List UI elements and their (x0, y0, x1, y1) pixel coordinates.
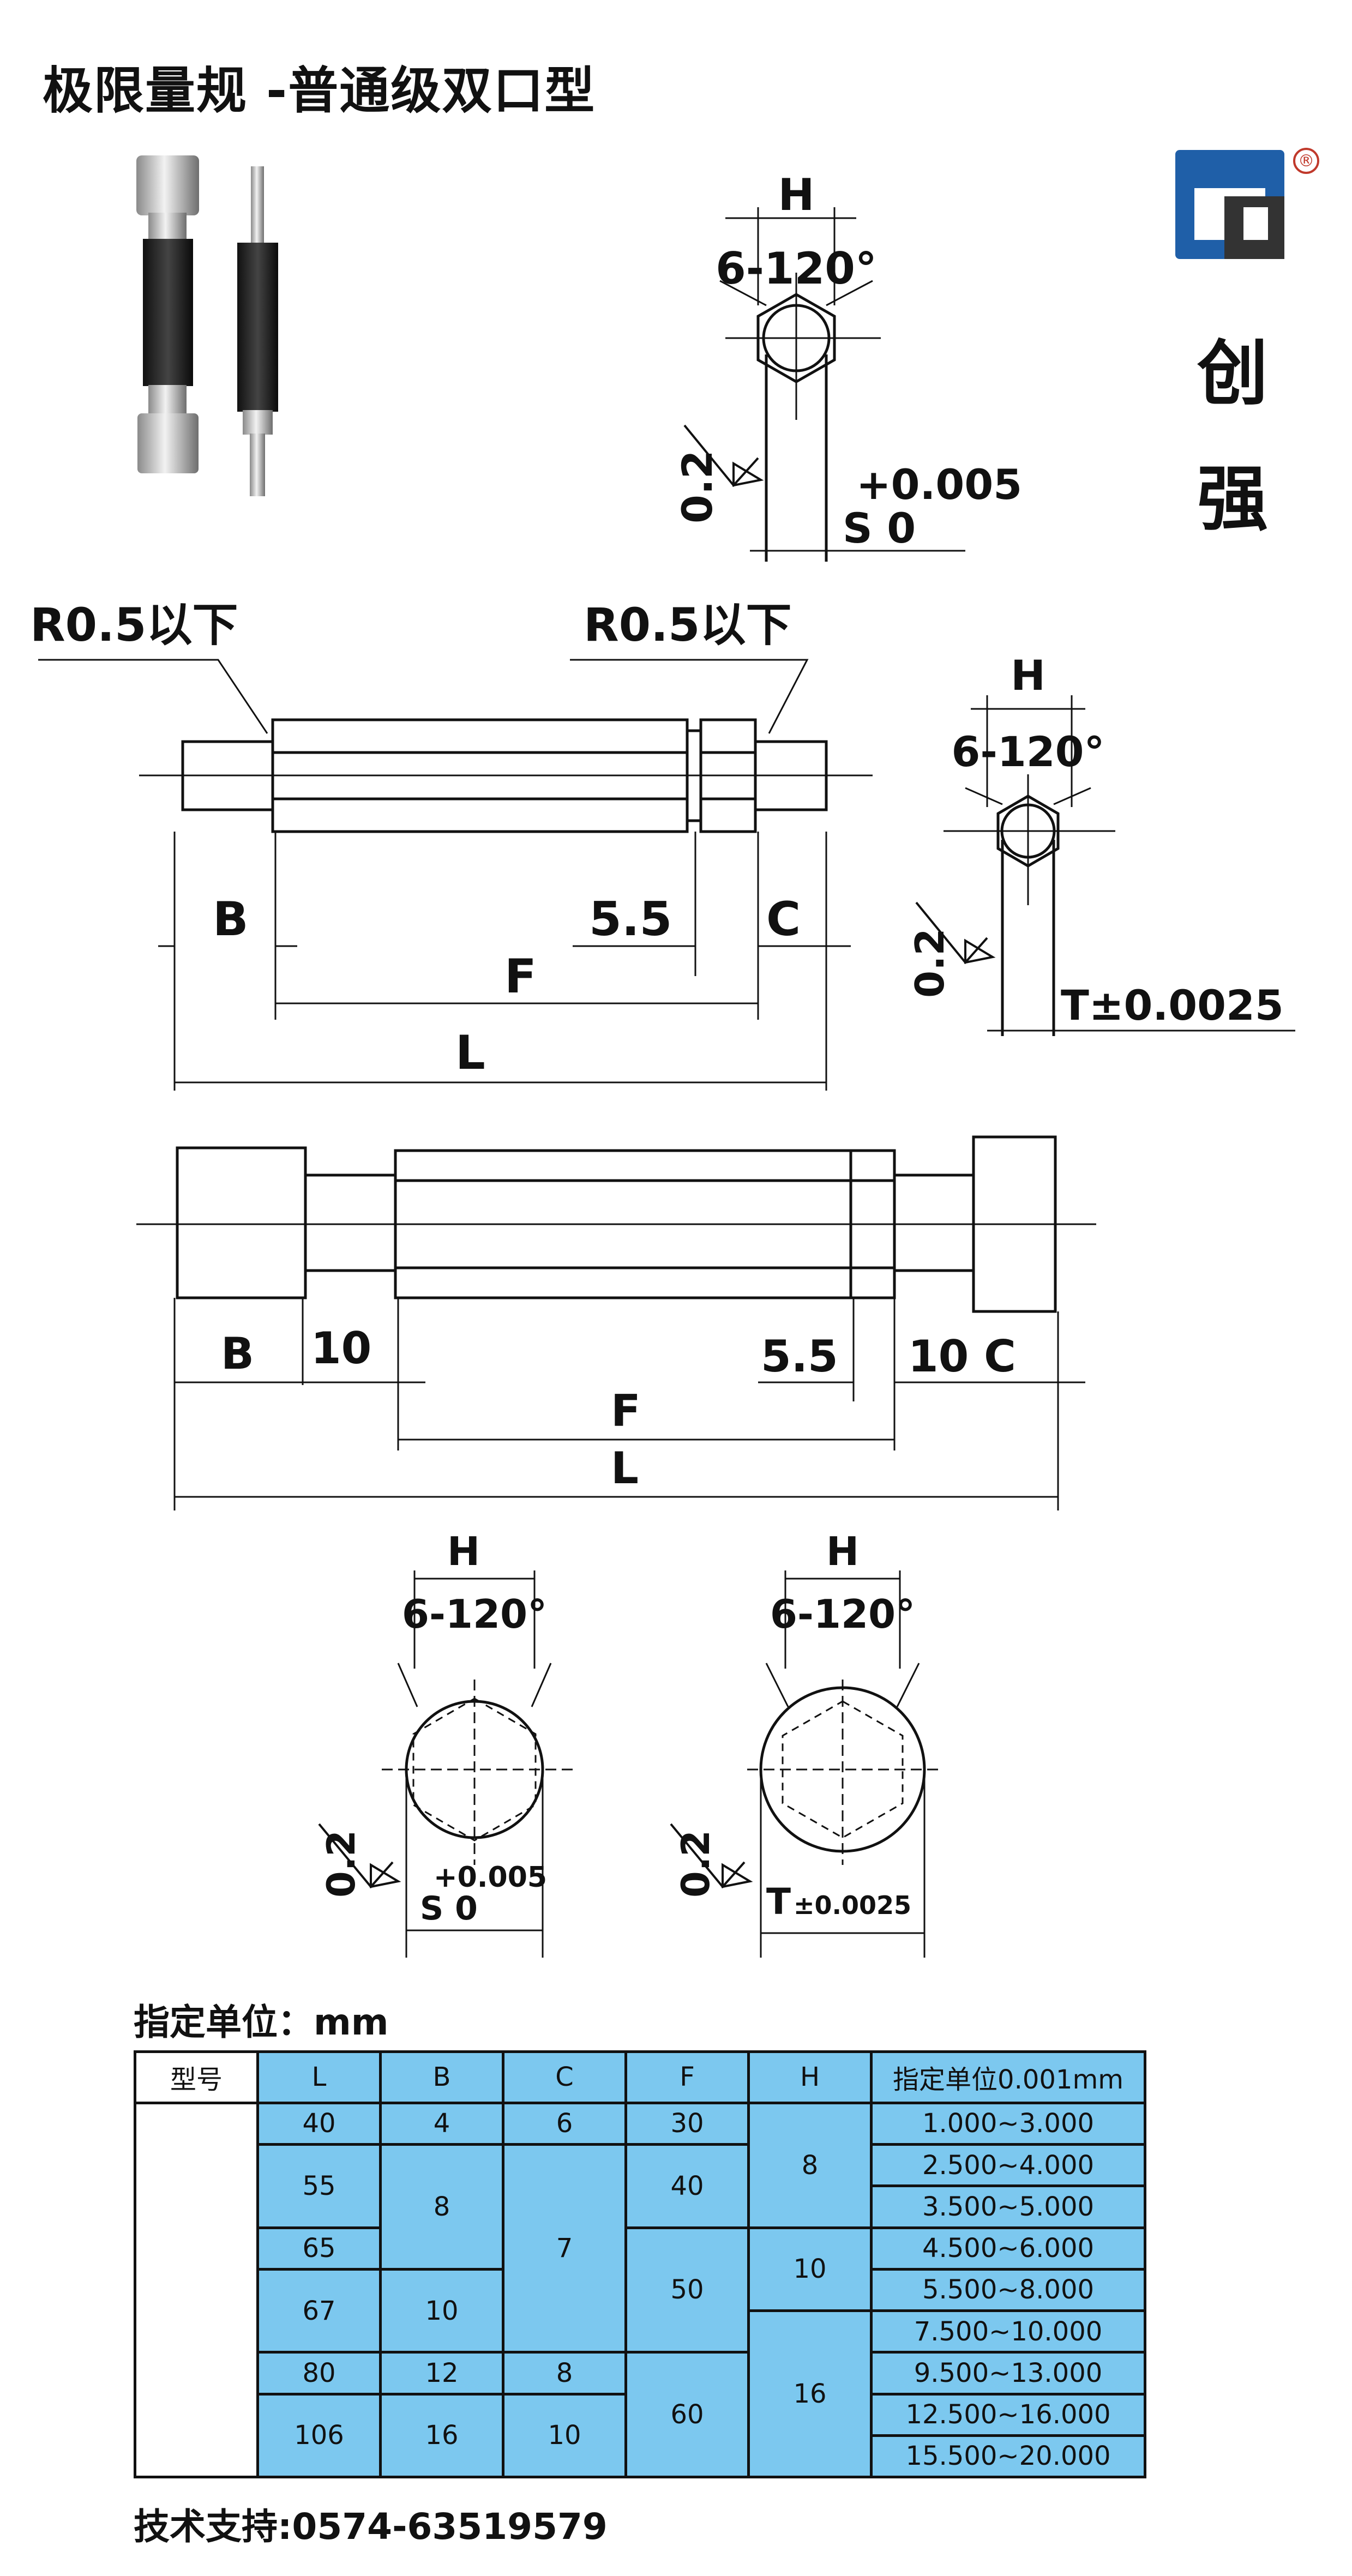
cell-range: 3.500~5.000 (870, 2184, 1146, 2229)
bl-chamfer-label: 0.2 (319, 1830, 364, 1898)
shaft1-f-label: F (504, 949, 537, 1004)
cell-l: 106 (256, 2392, 382, 2478)
cell-l: 80 (256, 2351, 382, 2396)
shaft2-l-label: L (611, 1443, 639, 1494)
page-title: 极限量规 -普通级双口型 (43, 62, 596, 120)
cell-c: 6 (502, 2101, 627, 2146)
header-range: 指定单位0.001mm (870, 2050, 1146, 2104)
top-h-label: H (778, 170, 815, 220)
shaft1-b-label: B (213, 892, 249, 947)
cell-l: 65 (256, 2226, 382, 2271)
table-row: 65 50 10 4.500~6.000 (135, 2226, 1146, 2354)
table-row: 40 4 6 30 8 1.000~3.000 (134, 2101, 1146, 2479)
cell-range: 9.500~13.000 (870, 2351, 1146, 2396)
cell-f: 40 (624, 2143, 750, 2229)
model-cell (134, 2101, 259, 2479)
cell-range: 2.500~4.000 (870, 2142, 1146, 2188)
bl-tol-label: +0.005 (434, 1861, 547, 1894)
header-l: L (256, 2050, 382, 2104)
brand-char-1: 创 (1197, 332, 1269, 415)
cell-c: 8 (502, 2351, 627, 2396)
table-row: 15.500~20.000 (135, 2434, 1146, 2479)
header-model: 型号 (134, 2050, 259, 2104)
cell-h: 8 (747, 2101, 873, 2229)
brand-char-2: 强 (1197, 458, 1269, 540)
shaft1-l-label: L (455, 1026, 485, 1080)
top-dim-label: S 0 (843, 504, 916, 552)
br-tol-t: T (766, 1881, 791, 1923)
shaft1-radius-right: R0.5以下 (584, 598, 792, 652)
shaft1-radius-left: R0.5以下 (30, 598, 238, 652)
shaft2-b-label: B (221, 1328, 254, 1379)
table-header-row: 型号 L B C F H 指定单位0.001mm (134, 2050, 1146, 2104)
cell-range: 15.500~20.000 (870, 2434, 1146, 2479)
bottom-left-section (318, 1570, 573, 1958)
cell-c: 7 (502, 2142, 627, 2354)
table-row: 55 8 7 40 2.500~4.000 (135, 2142, 1146, 2354)
cell-range: 7.500~10.000 (870, 2309, 1146, 2354)
shaft1-step-label: 5.5 (589, 892, 672, 947)
header-h: H (747, 2050, 873, 2104)
cell-b: 12 (379, 2351, 504, 2396)
br-tol-value: ±0.0025 (794, 1891, 911, 1920)
cell-b: 4 (379, 2101, 504, 2146)
header-f: F (624, 2050, 750, 2104)
cell-b: 16 (379, 2392, 504, 2478)
table-row: 16 7.500~10.000 (135, 2309, 1146, 2478)
cell-c: 10 (502, 2392, 627, 2478)
cell-f: 50 (624, 2226, 750, 2354)
side-chamfer-label: 0.2 (907, 928, 953, 998)
side-angle-label: 6-120° (951, 727, 1104, 776)
cell-h: 16 (747, 2309, 873, 2478)
bl-h-label: H (447, 1528, 480, 1574)
cell-f: 60 (624, 2351, 750, 2478)
shaft2-ten-right: 10 C (908, 1331, 1016, 1382)
top-angle-label: 6-120° (716, 243, 877, 294)
br-h-label: H (826, 1528, 859, 1574)
header-b: B (379, 2050, 504, 2104)
table-row: 3.500~5.000 (135, 2184, 1146, 2229)
side-tol-label: T±0.0025 (1061, 981, 1284, 1030)
top-cross-section (683, 207, 965, 562)
cell-l: 55 (256, 2143, 382, 2229)
bl-dim-label: S 0 (420, 1889, 478, 1928)
bottom-right-section (670, 1570, 941, 1958)
cell-range: 5.500~8.000 (870, 2267, 1146, 2313)
cell-range: 4.500~6.000 (870, 2226, 1146, 2271)
shaft1-c-label: C (766, 892, 801, 947)
table-row: 106 16 10 12.500~16.000 (135, 2392, 1146, 2478)
shaft-2 (136, 1135, 1096, 1510)
table-row: 80 12 8 60 9.500~13.000 (135, 2351, 1146, 2478)
top-chamfer-label: 0.2 (673, 450, 722, 523)
shaft2-f-label: F (611, 1386, 641, 1436)
side-cross-section (915, 695, 1295, 1036)
table-row: 67 10 5.500~8.000 (135, 2267, 1146, 2354)
shaft2-ten-left: 10 (311, 1323, 371, 1374)
registered-mark: ® (1298, 152, 1314, 171)
top-tol-label: +0.005 (856, 460, 1022, 509)
spec-table: 型号 L B C F H 指定单位0.001mm 40 4 6 30 8 1.0… (134, 2050, 1146, 2479)
cell-l: 40 (256, 2101, 382, 2146)
cell-range: 12.500~16.000 (870, 2392, 1146, 2437)
technical-drawings: H 6-120° 0.2 +0.005 S 0 R0.5以下 R0.5以下 B … (30, 170, 1295, 1958)
shaft2-step-label: 5.5 (761, 1331, 838, 1382)
shaft-1 (38, 659, 873, 1091)
unit-label: 指定单位：mm (134, 2001, 389, 2043)
br-chamfer-label: 0.2 (674, 1830, 718, 1898)
header-c: C (502, 2050, 627, 2104)
br-angle-label: 6-120° (770, 1591, 915, 1637)
cell-b: 10 (379, 2267, 504, 2354)
bl-angle-label: 6-120° (402, 1591, 547, 1637)
cell-b: 8 (379, 2143, 504, 2271)
cell-l: 67 (256, 2267, 382, 2354)
cell-f: 30 (624, 2101, 750, 2146)
side-h-label: H (1011, 651, 1045, 700)
brand-logo: ® (1175, 148, 1319, 259)
cell-h: 10 (747, 2226, 873, 2312)
support-phone: 技术支持:0574-63519579 (134, 2506, 608, 2548)
product-photo (136, 155, 278, 496)
cell-range: 1.000~3.000 (870, 2101, 1146, 2146)
